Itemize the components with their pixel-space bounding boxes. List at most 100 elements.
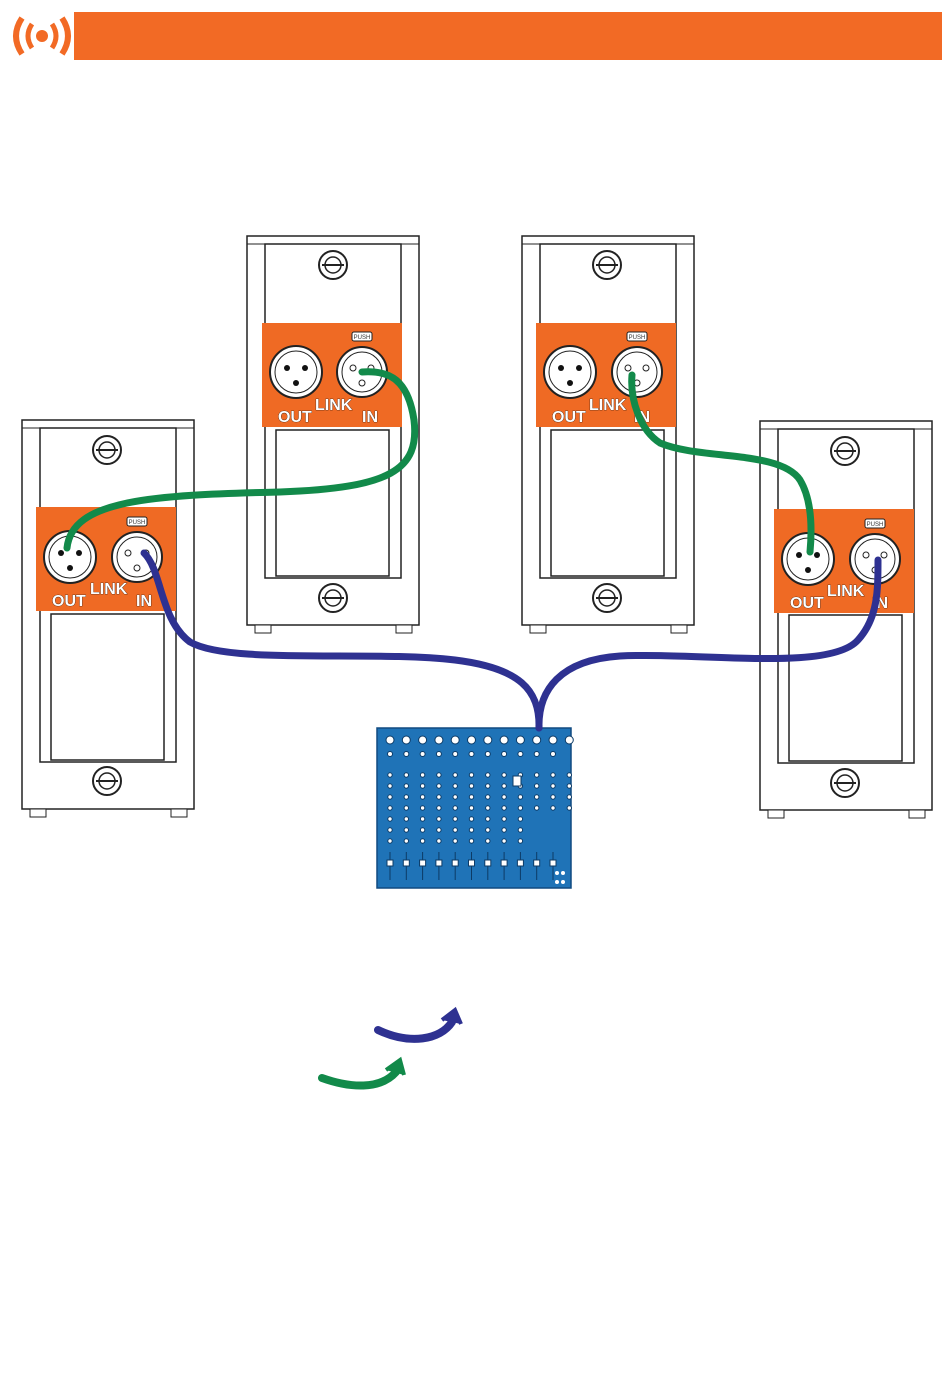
mixer-fader	[436, 860, 442, 866]
mixer-fader	[452, 860, 458, 866]
mixer-knob	[437, 828, 441, 832]
mixer-knob	[437, 806, 441, 810]
mixer-knob	[469, 806, 473, 810]
mount-knob-icon	[93, 436, 121, 464]
mixer-knob	[469, 817, 473, 821]
mixer-fader	[387, 860, 393, 866]
mixer-knob	[404, 752, 409, 757]
mixer-knob	[453, 773, 457, 777]
speaker-4: PUSH OUT LINK IN	[760, 421, 932, 818]
mixer-knob	[420, 752, 425, 757]
mixer-knob	[469, 752, 474, 757]
mixer-knob	[404, 839, 408, 843]
link-label: LINK	[589, 397, 627, 414]
mixer-knob	[518, 795, 522, 799]
mixer-knob	[404, 784, 408, 788]
mixer-knob	[551, 752, 556, 757]
mixer-knob	[469, 828, 473, 832]
mount-knob-icon	[93, 767, 121, 795]
mixer-input-jack	[533, 736, 541, 744]
mixer-knob	[388, 784, 392, 788]
mixer-knob	[535, 773, 539, 777]
mixer-input-jack	[468, 736, 476, 744]
mixer-knob	[502, 806, 506, 810]
mount-knob-icon	[831, 769, 859, 797]
mixer-knob	[420, 828, 424, 832]
push-label: PUSH	[867, 522, 884, 528]
mixer-knob	[567, 795, 571, 799]
mixer-fader	[517, 860, 523, 866]
mixer-fader	[534, 860, 540, 866]
mixer-input-jack	[386, 736, 394, 744]
mixer-knob	[453, 806, 457, 810]
mixer-knob	[436, 752, 441, 757]
mixer-input-jack	[565, 736, 573, 744]
mixer-knob	[469, 784, 473, 788]
mixer-knob	[551, 784, 555, 788]
mixer-input-jack	[549, 736, 557, 744]
mixer-knob	[551, 773, 555, 777]
mixer-knob	[469, 795, 473, 799]
mixer-knob	[502, 795, 506, 799]
mixer-knob	[437, 817, 441, 821]
mixer-knob	[420, 817, 424, 821]
mixer-knob	[388, 773, 392, 777]
mixer-knob	[404, 817, 408, 821]
mixer-knob	[388, 752, 393, 757]
mixer-knob	[486, 773, 490, 777]
mixer-meter	[513, 776, 521, 786]
mixer-input-jack	[419, 736, 427, 744]
speaker-3: PUSH OUT LINK IN	[522, 236, 694, 633]
push-label: PUSH	[129, 520, 146, 526]
mount-knob-icon	[593, 584, 621, 612]
mixer-knob	[502, 817, 506, 821]
mixer-knob	[486, 817, 490, 821]
mixer-knob	[486, 839, 490, 843]
mixer-fader	[501, 860, 507, 866]
mixer-knob	[486, 795, 490, 799]
mixer-input-jack	[435, 736, 443, 744]
link-label: LINK	[315, 397, 353, 414]
mixer-input-jack	[500, 736, 508, 744]
mixer-knob	[502, 828, 506, 832]
mixer-knob	[437, 773, 441, 777]
mixer-input-jack	[402, 736, 410, 744]
mixer-knob	[388, 828, 392, 832]
mixer-knob	[420, 795, 424, 799]
mixer-knob	[551, 795, 555, 799]
push-label: PUSH	[629, 335, 646, 341]
mixer-fader	[550, 860, 556, 866]
mixer-knob	[404, 828, 408, 832]
out-label: OUT	[52, 593, 86, 610]
mixer-knob	[388, 817, 392, 821]
mixer-knob	[518, 817, 522, 821]
mount-knob-icon	[319, 584, 347, 612]
mixer-input-jack	[484, 736, 492, 744]
mixer-knob	[486, 828, 490, 832]
mixer-knob	[518, 752, 523, 757]
mixer-knob	[420, 806, 424, 810]
mixer-knob	[420, 839, 424, 843]
mixer-knob	[437, 784, 441, 788]
mixer-knob	[420, 773, 424, 777]
mixer-knob	[453, 839, 457, 843]
mixer-knob	[535, 795, 539, 799]
mixer-knob	[567, 784, 571, 788]
mixer-knob	[561, 871, 565, 875]
xlr-out-connector-icon	[544, 346, 596, 398]
mixer-knob	[502, 839, 506, 843]
mixer-knob	[388, 806, 392, 810]
mount-knob-icon	[593, 251, 621, 279]
speaker-2: PUSH OUT LINK IN	[247, 236, 419, 633]
mixer-knob	[437, 795, 441, 799]
mixer-knob	[453, 752, 458, 757]
mixer-knob	[388, 795, 392, 799]
mixer-knob	[453, 828, 457, 832]
mixer-knob	[469, 773, 473, 777]
mixer-knob	[502, 773, 506, 777]
mixing-console-icon	[377, 728, 573, 888]
mixer-knob	[404, 795, 408, 799]
mixer-knob	[453, 784, 457, 788]
mixer-fader	[403, 860, 409, 866]
mixer-knob	[420, 784, 424, 788]
